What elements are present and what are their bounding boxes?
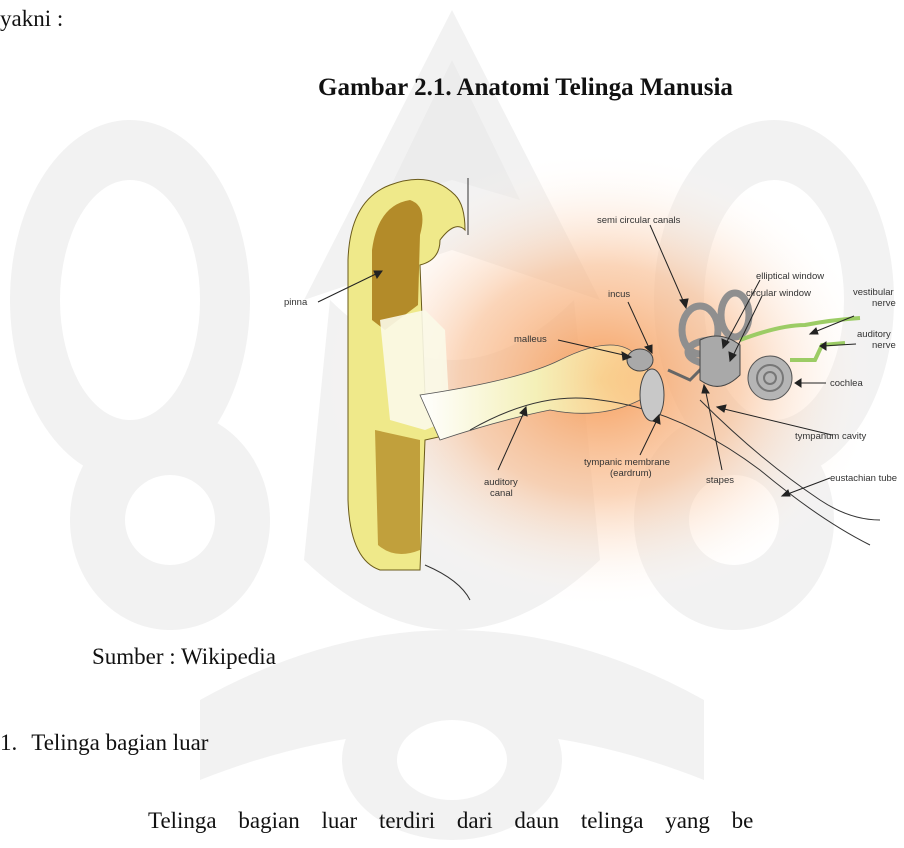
label-malleus: malleus [514, 334, 547, 345]
label-vestibular-nerve: nerve [872, 298, 896, 309]
label-tympanum-cavity: tympanum cavity [795, 431, 867, 442]
label-incus: incus [608, 289, 630, 300]
figure-caption: Gambar 2.1. Anatomi Telinga Manusia [318, 74, 733, 102]
label-pinna: pinna [284, 297, 308, 308]
label-vestibular: vestibular [853, 287, 894, 298]
label-auditory-canal-1: auditory [484, 477, 518, 488]
malleus-shape [627, 349, 653, 371]
eardrum-shape [640, 369, 664, 421]
label-auditory: auditory [857, 329, 891, 340]
pinna-lobe-shadow [375, 430, 420, 554]
section-title: Telinga bagian luar [31, 730, 208, 755]
lead-text: yakni : [0, 6, 63, 32]
label-auditory-canal-2: canal [490, 488, 513, 499]
label-elliptical-window: elliptical window [756, 271, 824, 282]
body-paragraph: Telinga bagian luar terdiri dari daun te… [148, 808, 904, 834]
label-semi-circular-canals: semi circular canals [597, 215, 681, 226]
label-circular-window: circular window [746, 288, 811, 299]
section-number: 1. [0, 730, 17, 755]
label-eardrum: (eardrum) [610, 468, 652, 479]
label-auditory-nerve: nerve [872, 340, 896, 351]
label-tympanic-membrane: tympanic membrane [584, 457, 670, 468]
label-eustachian-tube: eustachian tube [830, 473, 897, 484]
label-cochlea: cochlea [830, 378, 863, 389]
cochlea-shape [748, 356, 792, 400]
label-stapes: stapes [706, 475, 734, 486]
section-heading: 1. Telinga bagian luar [0, 730, 208, 756]
ear-anatomy-figure: pinna semi circular canals elliptical wi… [0, 150, 904, 620]
figure-source: Sumber : Wikipedia [92, 644, 276, 670]
